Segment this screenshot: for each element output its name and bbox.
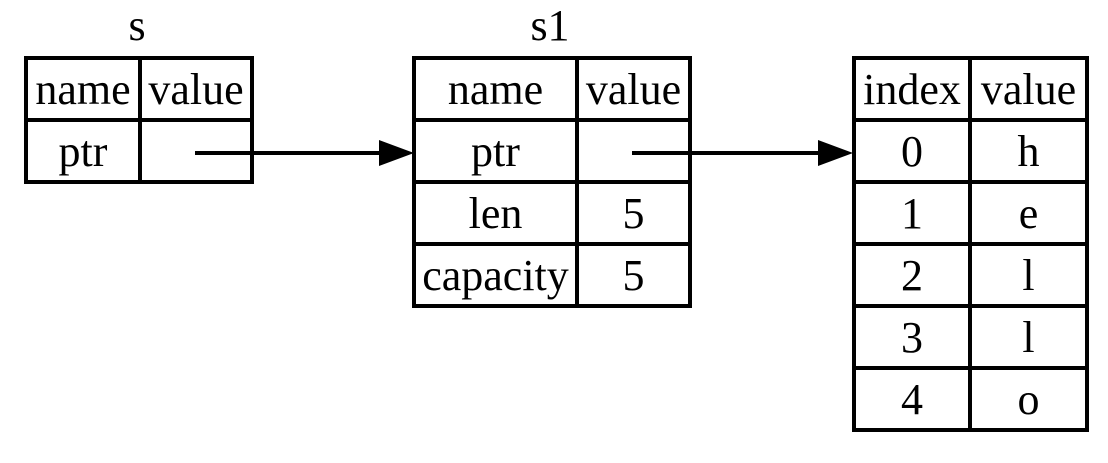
table-s1-header-value: value: [575, 56, 692, 122]
stack-table-s1: name value ptr len 5 capacity 5: [412, 56, 692, 308]
heap-row-1-value: e: [968, 180, 1089, 246]
table-row: 2 l: [852, 242, 1089, 308]
heap-row-0-value: h: [968, 118, 1089, 184]
table-s1-ptr-name: ptr: [412, 118, 579, 184]
heap-table: index value 0 h 1 e 2 l 3 l 4 o: [852, 56, 1089, 432]
arrow-head-icon: [379, 140, 414, 166]
table-row: ptr: [24, 118, 254, 184]
table-s-header-value: value: [138, 56, 254, 122]
table-s1-len-value: 5: [575, 180, 692, 246]
stack-table-s: name value ptr: [24, 56, 254, 184]
heap-header-row: index value: [852, 56, 1089, 122]
arrow-head-icon: [818, 140, 853, 166]
table-row: len 5: [412, 180, 692, 246]
heap-row-2-value: l: [968, 242, 1089, 308]
table-row: 1 e: [852, 180, 1089, 246]
table-s1-header-name: name: [412, 56, 579, 122]
heap-header-value: value: [968, 56, 1089, 122]
table-s1-capacity-value: 5: [575, 242, 692, 308]
heap-row-4-index: 4: [852, 366, 972, 432]
heap-row-3-value: l: [968, 304, 1089, 370]
table-row: 4 o: [852, 366, 1089, 432]
table-s1-header-row: name value: [412, 56, 692, 122]
heap-row-4-value: o: [968, 366, 1089, 432]
table-row: 0 h: [852, 118, 1089, 184]
table-row: 3 l: [852, 304, 1089, 370]
table-row: capacity 5: [412, 242, 692, 308]
heap-row-0-index: 0: [852, 118, 972, 184]
table-s-header-row: name value: [24, 56, 254, 122]
table-s-header-name: name: [24, 56, 142, 122]
table-s1-len-name: len: [412, 180, 579, 246]
heap-row-3-index: 3: [852, 304, 972, 370]
table-s-ptr-value: [138, 118, 254, 184]
table-row: ptr: [412, 118, 692, 184]
table-s1-title: s1: [530, 1, 570, 50]
table-s1-capacity-name: capacity: [412, 242, 579, 308]
heap-row-1-index: 1: [852, 180, 972, 246]
table-s-ptr-name: ptr: [24, 118, 142, 184]
table-s-title: s: [128, 1, 146, 50]
heap-header-index: index: [852, 56, 972, 122]
heap-row-2-index: 2: [852, 242, 972, 308]
table-s1-ptr-value: [575, 118, 692, 184]
